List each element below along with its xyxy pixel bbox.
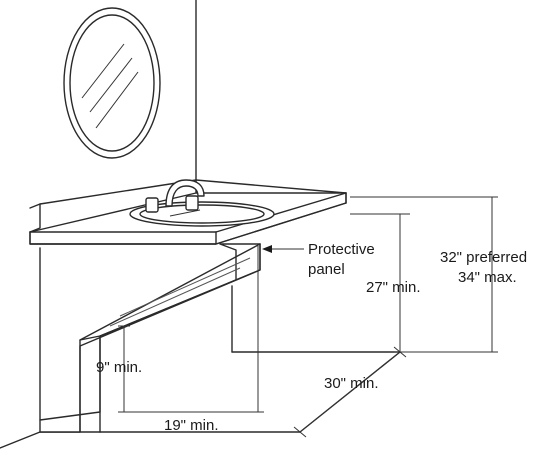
wall-lines bbox=[39, 0, 197, 421]
protective-panel-label-line1: Protective bbox=[308, 241, 375, 258]
toe-height-label: 9" min. bbox=[96, 359, 142, 376]
protective-panel bbox=[39, 243, 261, 433]
height-max-label: 34" max. bbox=[458, 269, 517, 286]
knee-height-label: 27" min. bbox=[366, 279, 421, 296]
protective-panel-leader bbox=[262, 245, 304, 253]
knee-depth-dimension bbox=[124, 246, 264, 413]
faucet bbox=[145, 179, 205, 213]
knee-depth-label: 19" min. bbox=[164, 417, 219, 434]
overall-height-dimension bbox=[350, 196, 498, 353]
protective-panel-label-line2: panel bbox=[308, 261, 345, 278]
mirror bbox=[63, 7, 161, 159]
knee-height-dimension bbox=[350, 213, 410, 353]
height-preferred-label: 32" preferred bbox=[440, 249, 527, 266]
floor-depth-label: 30" min. bbox=[324, 375, 379, 392]
floor-depth-dimension bbox=[293, 346, 407, 438]
sink-basin bbox=[129, 201, 275, 227]
